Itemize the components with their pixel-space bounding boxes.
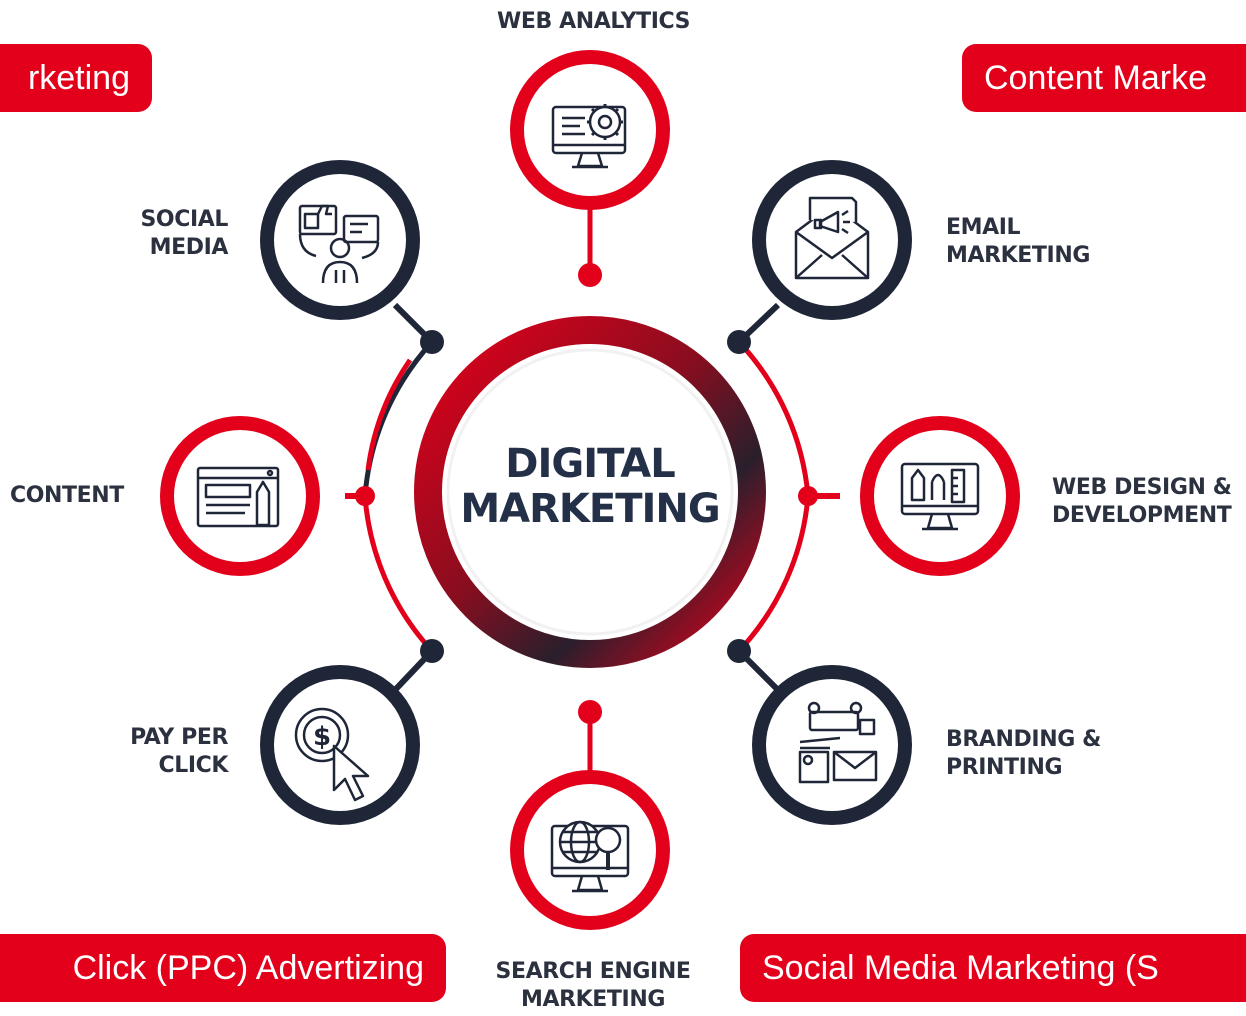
joint-dot-lower-right: [727, 639, 751, 663]
pill-top-right[interactable]: Content Marke: [962, 44, 1246, 112]
joint-dot-right: [798, 486, 818, 506]
label-branding: BRANDING & PRINTING: [946, 727, 1101, 781]
label-sem: SEARCH ENGINE MARKETING: [495, 959, 691, 1013]
left-arc-lower: [362, 495, 434, 653]
ring-web-analytics: [510, 50, 670, 210]
label-content: CONTENT: [10, 483, 124, 508]
right-arc-lower: [737, 495, 811, 653]
joint-dot-bottom: [578, 700, 602, 724]
envelope-megaphone-icon: [794, 196, 870, 280]
globe-magnifier-monitor-icon: [550, 820, 630, 893]
pill-top-left[interactable]: rketing: [0, 44, 152, 112]
design-tools-monitor-icon: [900, 462, 980, 531]
center-ring-inner: [446, 348, 734, 636]
svg-text:$: $: [313, 722, 331, 752]
thumbs-chat-person-icon: [298, 204, 380, 284]
webpage-pencil-icon: [196, 466, 280, 528]
ring-email-marketing: [752, 160, 912, 320]
ring-web-design: [860, 416, 1020, 576]
ring-ppc: [260, 665, 420, 825]
label-social-media: SOCIAL MEDIA: [140, 207, 228, 261]
right-arc-upper: [737, 340, 811, 497]
monitor-gear-icon: [551, 104, 627, 169]
center-title: DIGITAL MARKETING: [460, 441, 720, 532]
stationery-envelope-icon: [798, 701, 878, 784]
joint-dot-left: [355, 486, 375, 506]
left-arc-upper: [362, 340, 434, 497]
joint-dot-upper-left: [420, 330, 444, 354]
label-web-design: WEB DESIGN & DEVELOPMENT: [1052, 475, 1232, 529]
ring-branding: [752, 665, 912, 825]
left-arc-upper-red: [365, 358, 413, 471]
label-ppc: PAY PER CLICK: [130, 725, 228, 779]
joint-dot-top: [578, 263, 602, 287]
pill-bottom-left[interactable]: Click (PPC) Advertizing: [0, 934, 446, 1002]
label-web-analytics: WEB ANALYTICS: [497, 9, 691, 34]
joint-dot-upper-right: [727, 330, 751, 354]
label-email-marketing: EMAIL MARKETING: [946, 215, 1090, 269]
joint-dot-lower-left: [420, 639, 444, 663]
dollar-cursor-icon: $: [294, 707, 370, 802]
pill-bottom-right[interactable]: Social Media Marketing (S: [740, 934, 1246, 1002]
